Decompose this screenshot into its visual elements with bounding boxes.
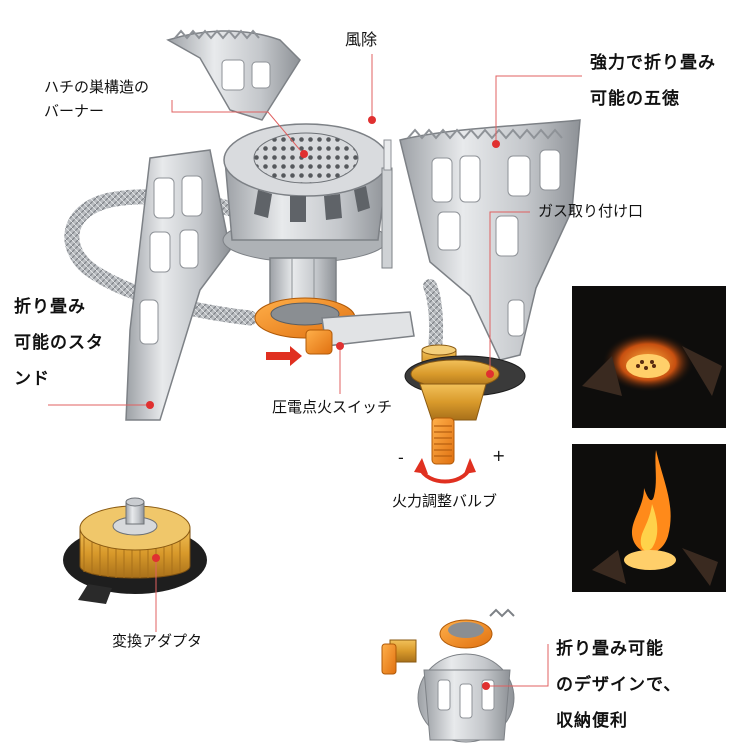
folded-stove-photo: [381, 608, 515, 743]
valve-minus-sign: -: [398, 448, 404, 467]
adapter-label: 変換アダプタ: [112, 632, 203, 650]
flame-photo: [572, 444, 726, 592]
compact-storage-label-line3: 収納便利: [556, 711, 628, 731]
piezo-igniter-label: 圧電点火スイッチ: [272, 398, 393, 416]
compact-storage-label-line1: 折り畳み可能: [556, 639, 664, 659]
stand-label-line2: 可能のスタ: [14, 333, 104, 353]
valve-plus-sign: +: [492, 446, 506, 465]
burner-label-line1: ハチの巣構造の: [44, 78, 150, 96]
stand-label-line1: 折り畳み: [14, 297, 86, 317]
lit-burner-photo: [572, 286, 726, 428]
pot-support-label-line1: 強力で折り畳み: [590, 53, 716, 73]
flame-control-valve-label: 火力調整バルブ: [392, 492, 498, 510]
gas-connector-label: ガス取り付け口: [538, 202, 644, 220]
burner-label-line2: バーナー: [44, 102, 105, 120]
pot-support-label-line2: 可能の五徳: [590, 89, 680, 109]
gas-adapter-image: [63, 497, 207, 604]
stand-label-line3: ンド: [14, 369, 50, 389]
windscreen-label: 風除: [345, 30, 378, 49]
compact-storage-label-line2: のデザインで、: [556, 675, 682, 695]
